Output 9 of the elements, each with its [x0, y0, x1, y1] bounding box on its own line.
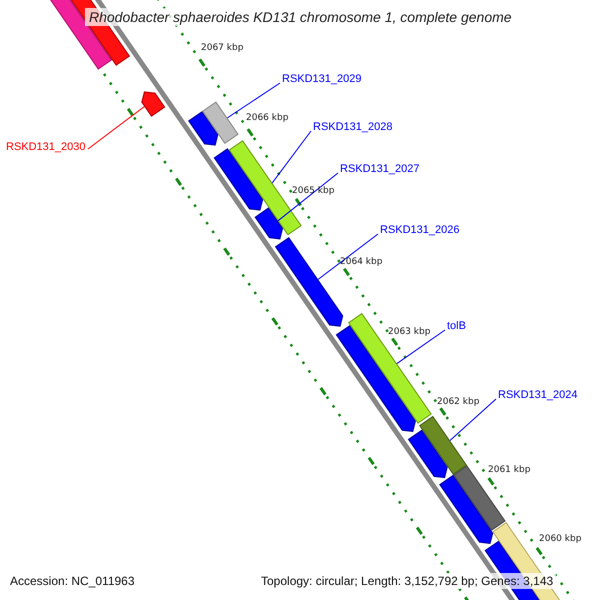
scale-label: 2060 kbp — [539, 534, 582, 544]
scale-label: 2061 kbp — [488, 465, 530, 475]
scale-label: 2064 kbp — [340, 257, 382, 267]
scale-label: 2066 kbp — [246, 113, 288, 123]
scale-label: 2067 kbp — [201, 43, 244, 53]
scale-label: 2065 kbp — [292, 186, 334, 196]
footer-text: Topology: circular; Length: 3,152,792 bp; Genes: 3,143 — [258, 573, 556, 589]
scale-label: 2062 kbp — [437, 397, 480, 407]
scale-label: 2063 kbp — [388, 327, 430, 337]
